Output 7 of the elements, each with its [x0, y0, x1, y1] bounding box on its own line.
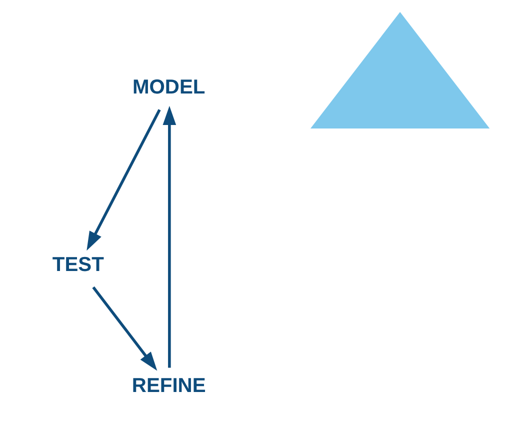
node-triangle [310, 12, 490, 128]
node-text: TEST [52, 254, 104, 276]
arrow [92, 286, 157, 371]
node-text: MODEL [132, 76, 205, 98]
arrow [86, 109, 160, 251]
node-text: REFINE [131, 374, 206, 397]
arrow [162, 106, 176, 368]
